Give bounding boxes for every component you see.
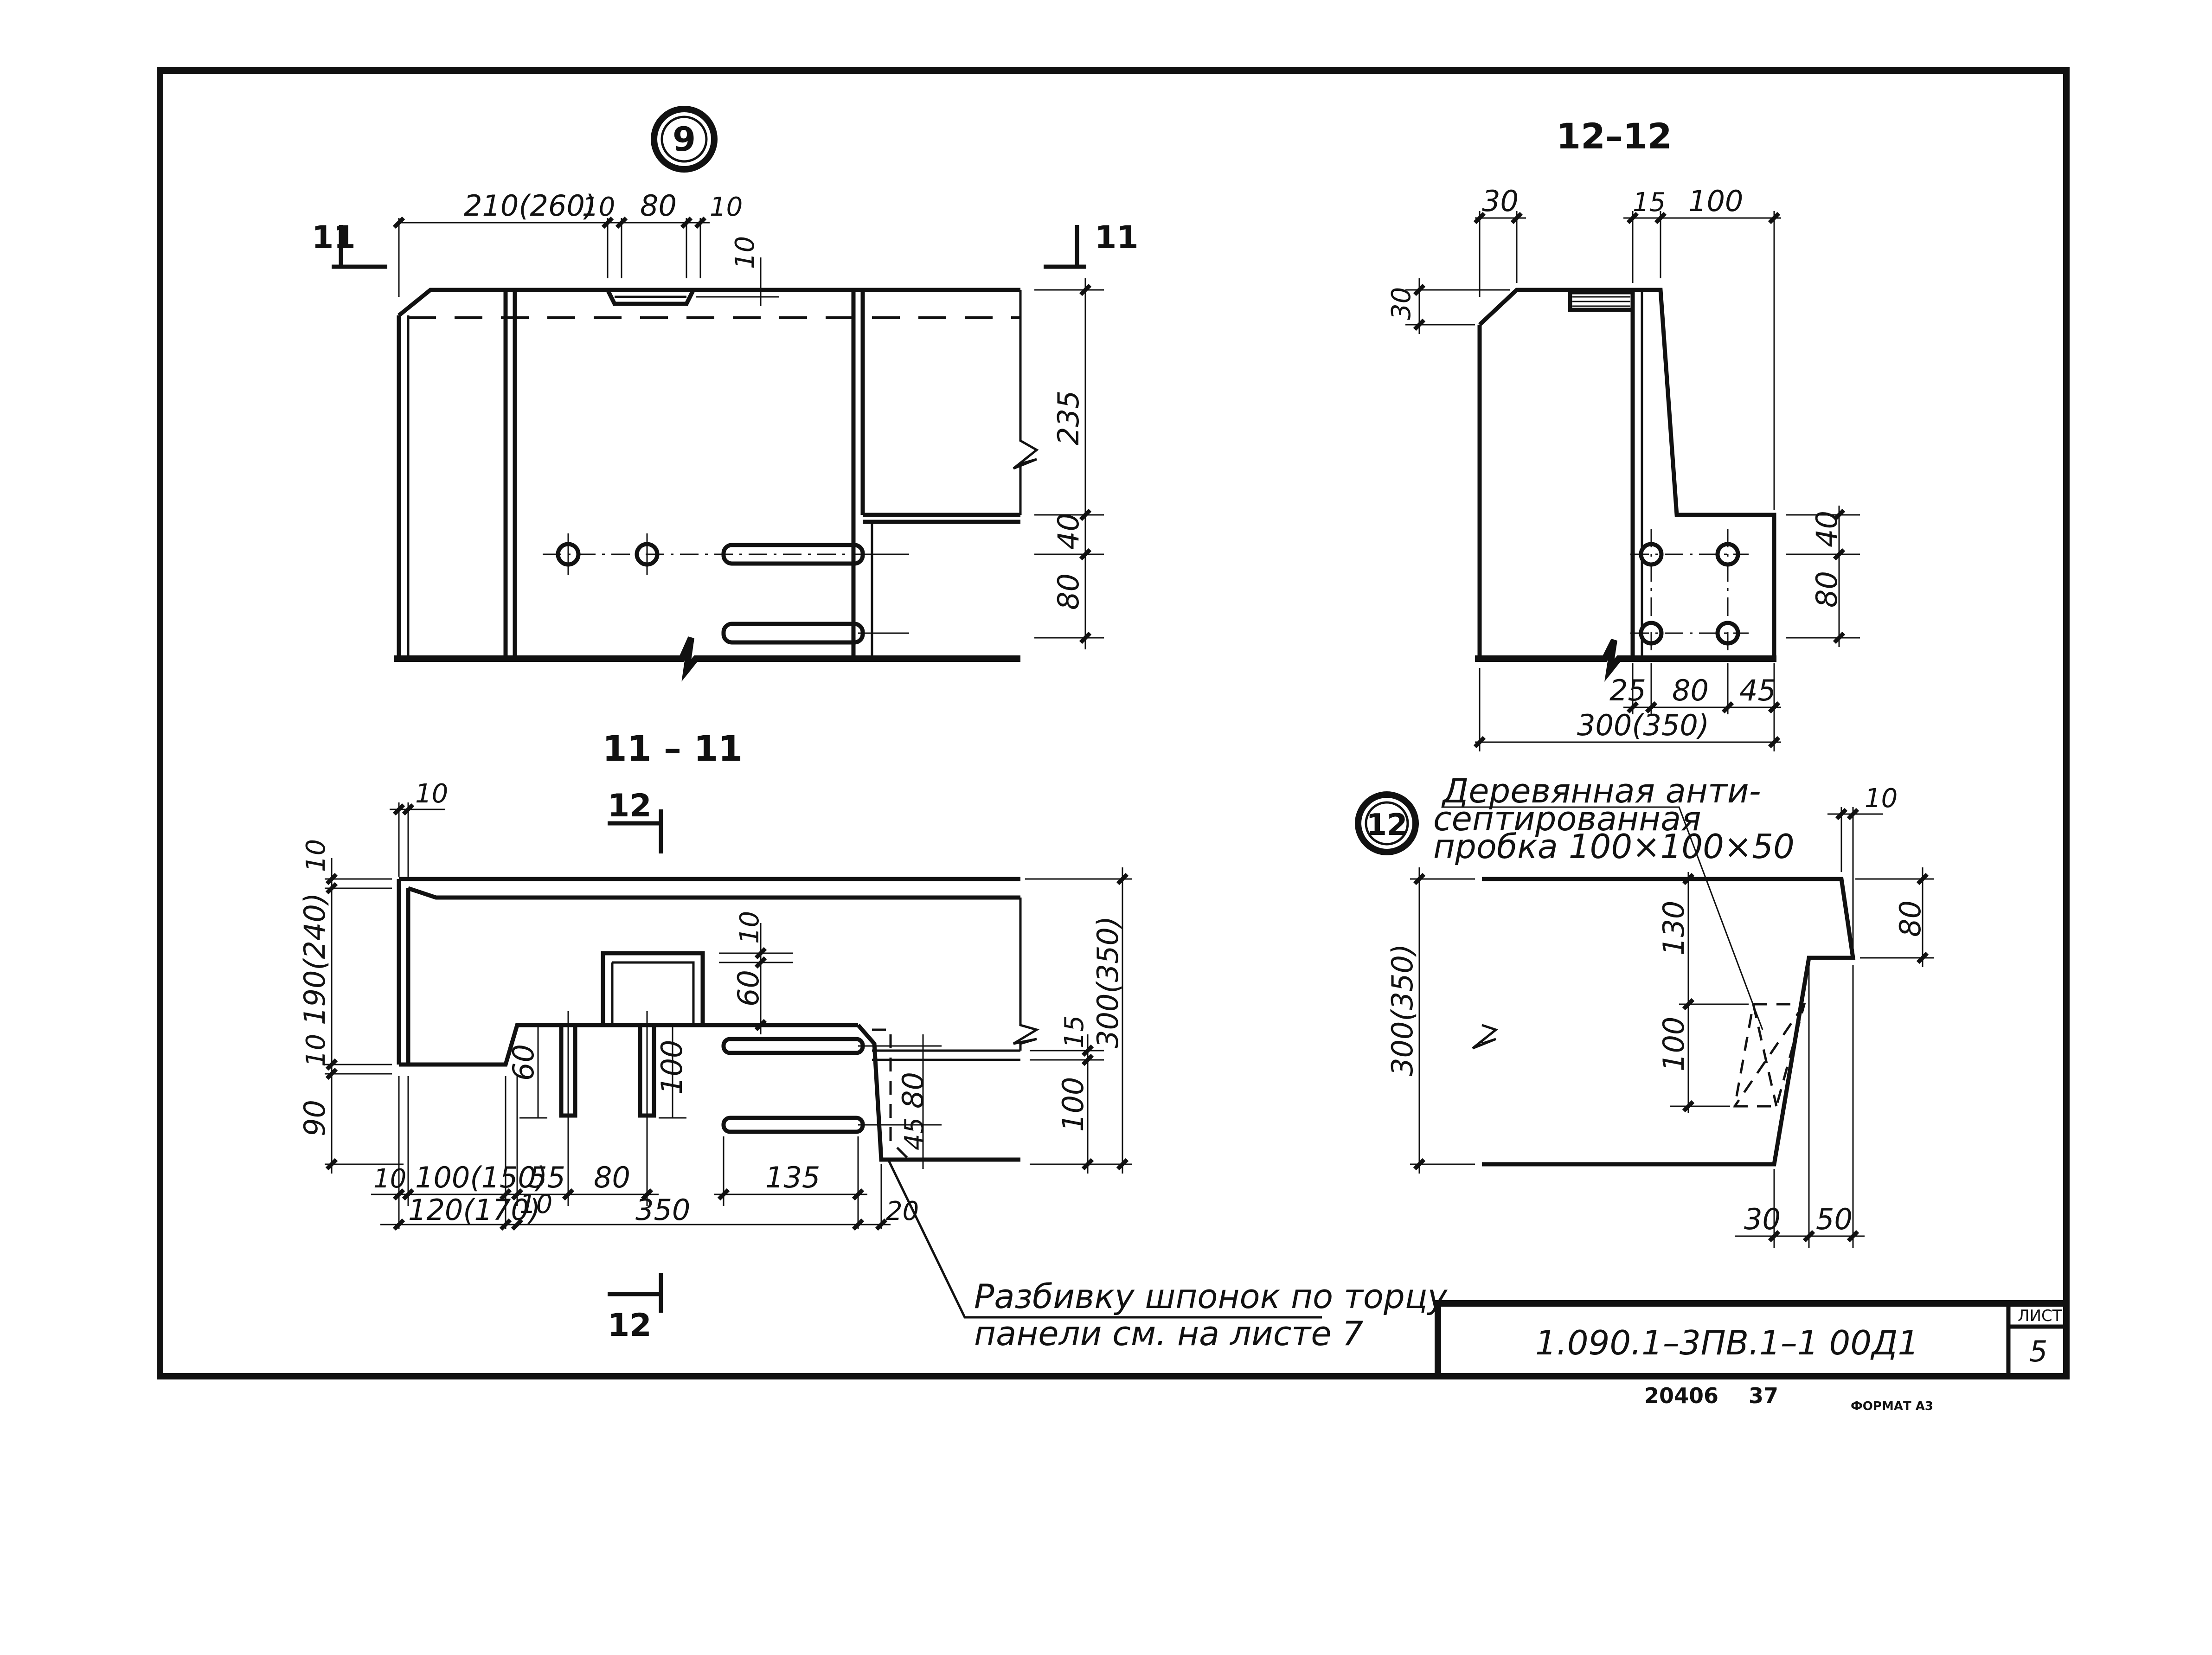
dim-n12-130: 130 (1657, 901, 1691, 956)
title-block-sheet-number: 5 (2029, 1334, 2047, 1368)
node-12-note-line1: Деревянная анти- (1441, 771, 1761, 810)
node-9-marker-inner (660, 115, 708, 163)
dim-n12-30: 30 (1744, 1202, 1781, 1236)
dim-11-60-anchor: 60 (507, 1044, 540, 1081)
section-11-11-view: 11 – 11 12 12 10 10 190(240) (298, 728, 1132, 1344)
dim-11-10-c: 10 (519, 1189, 552, 1219)
dim-10-a: 10 (582, 192, 615, 222)
dim-n12-10: 10 (1865, 783, 1898, 814)
node-12-marker-label: 12 (1366, 808, 1407, 842)
dim-12-25: 25 (1609, 674, 1646, 707)
dim-12-80-b: 80 (1672, 674, 1709, 707)
node-12-marker-circle (1355, 791, 1419, 855)
dim-11-100-right: 100 (1056, 1077, 1090, 1132)
footer-inventory: 20406 (1644, 1383, 1718, 1408)
node-12-view: 12 Деревянная анти- септированная пробка… (1355, 771, 1934, 1248)
dim-11-10-l1: 10 (301, 839, 331, 872)
sheet-frame (157, 67, 2070, 1379)
dim-11-60-inner: 60 (731, 970, 765, 1007)
node-9-view: 9 11 11 210(260) 10 8 (312, 106, 1139, 682)
title-block-sheet-label: ЛИСТ (2018, 1307, 2062, 1325)
dim-12-15: 15 (1633, 187, 1666, 218)
dim-11-45-inner: 45 (899, 1117, 930, 1150)
dim-11-190-240: 190(240) (298, 893, 332, 1025)
dim-11-15: 15 (1059, 1015, 1090, 1048)
section-mark-11-right: 11 (1095, 219, 1139, 256)
dim-11-10-inner: 10 (735, 911, 765, 944)
dim-12-30-left: 30 (1386, 287, 1417, 320)
dim-210-260: 210(260) (464, 189, 596, 223)
dim-12-30-top: 30 (1482, 184, 1519, 218)
dim-n12-300-350: 300(350) (1385, 944, 1419, 1076)
section-mark-12-bottom: 12 (608, 1307, 652, 1344)
dim-80-right: 80 (1052, 573, 1085, 610)
node-9-marker-label: 9 (673, 120, 696, 159)
dim-12-40: 40 (1810, 511, 1844, 547)
dim-12-300-350: 300(350) (1577, 708, 1709, 742)
footer-format: ФОРМАТ А3 (1851, 1399, 1933, 1413)
node-12-marker-inner (1365, 801, 1409, 846)
section-mark-12-top: 12 (608, 788, 652, 824)
dim-11-300-350: 300(350) (1091, 916, 1125, 1048)
title-block-code: 1.090.1–3ПВ.1–1 00Д1 (1535, 1323, 1919, 1362)
dim-11-55: 55 (529, 1161, 565, 1194)
note-line1: Разбивку шпонок по торцу (974, 1277, 1448, 1316)
dim-235: 235 (1052, 391, 1085, 445)
dim-n12-80: 80 (1893, 900, 1927, 937)
dim-11-10-b: 10 (373, 1164, 406, 1194)
dim-11-135: 135 (765, 1161, 820, 1194)
dim-12-100: 100 (1688, 184, 1743, 218)
dim-12-80: 80 (1810, 571, 1844, 608)
dim-11-90: 90 (298, 1100, 332, 1136)
node-12-note-line2: септированная (1433, 799, 1701, 838)
dim-40: 40 (1052, 513, 1085, 550)
dim-n12-50: 50 (1816, 1202, 1853, 1236)
dim-11-100-anchor: 100 (655, 1040, 689, 1095)
dim-11-80-b: 80 (594, 1161, 630, 1194)
dim-depth-10: 10 (730, 236, 760, 269)
section-12-12-view: 12–12 30 15 100 30 40 80 25 (1386, 115, 1860, 751)
dim-11-100-150: 100(150) (415, 1161, 547, 1194)
dim-11-80-inner: 80 (896, 1072, 930, 1109)
node-9-marker-circle (651, 106, 718, 173)
node-12-note-line3: пробка 100×100×50 (1433, 827, 1795, 866)
section-12-12-title: 12–12 (1556, 115, 1672, 157)
dim-80: 80 (640, 189, 677, 223)
title-block: 1.090.1–3ПВ.1–1 00Д1 ЛИСТ 5 (1435, 1300, 2066, 1376)
section-11-11-title: 11 – 11 (603, 728, 743, 769)
dim-11-10-top: 10 (415, 779, 448, 809)
section-mark-11-left: 11 (312, 219, 356, 256)
dim-11-120-170: 120(170) (408, 1193, 540, 1227)
note-line2: панели см. на листе 7 (974, 1314, 1364, 1353)
dim-n12-100: 100 (1657, 1017, 1691, 1071)
footer-copy: 37 (1749, 1383, 1778, 1408)
dim-12-45: 45 (1739, 674, 1776, 707)
dim-11-350: 350 (635, 1193, 690, 1227)
dim-10-b: 10 (710, 192, 743, 222)
dim-11-10-l2: 10 (301, 1034, 331, 1067)
